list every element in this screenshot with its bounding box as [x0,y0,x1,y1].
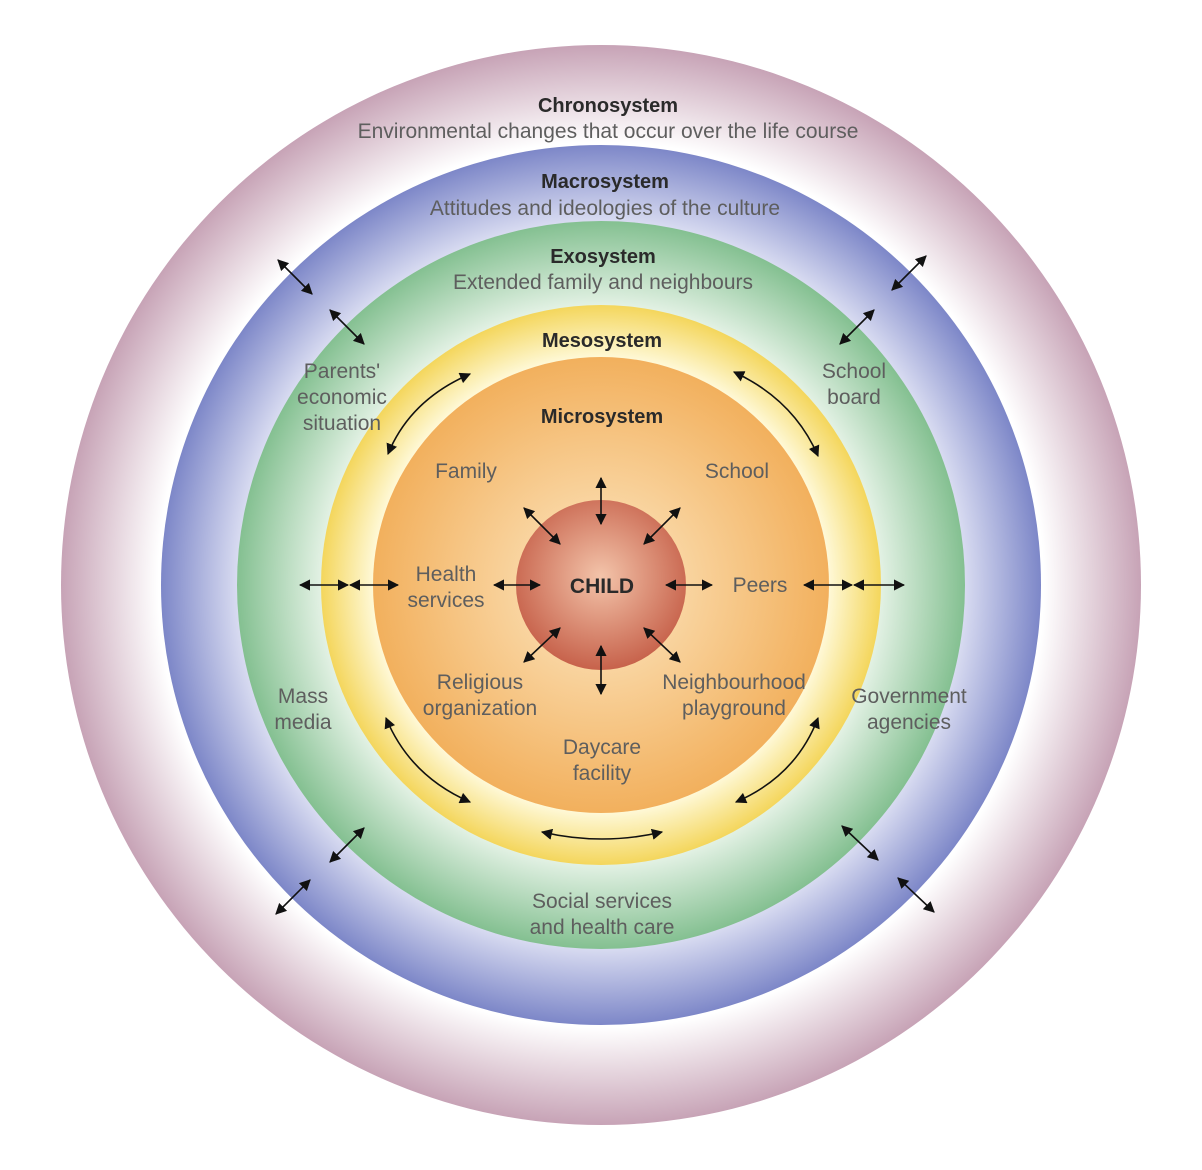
exo-social-line-2: and health care [530,916,675,939]
micro-peers: Peers [733,574,788,597]
chronosystem-subtitle: Environmental changes that occur over th… [358,120,859,143]
macrosystem-title: Macrosystem [541,171,669,193]
chronosystem-title: Chronosystem [538,95,678,117]
micro-neighbourhood-line-2: playground [682,697,786,720]
exosystem-subtitle: Extended family and neighbours [453,271,753,294]
exo-government-line-1: Government [851,685,967,708]
exo-parents-line-2: economic [297,386,387,409]
micro-religious-line-1: Religious [437,671,523,694]
exo-school-board-line-1: School [822,360,886,383]
micro-religious-line-2: organization [423,697,537,720]
exo-parents-line-1: Parents' [304,360,380,383]
exo-mass-media-line-1: Mass [278,685,328,708]
diagonal-arrows [275,255,935,915]
child-arrows [492,476,714,696]
macrosystem-subtitle: Attitudes and ideologies of the culture [430,197,780,220]
micro-health-line-2: services [407,589,484,612]
exo-social-line-1: Social services [532,890,672,913]
micro-neighbourhood-line-1: Neighbourhood [662,671,806,694]
mesosystem-arrows [384,371,820,840]
exo-government-line-2: agencies [867,711,951,734]
exosystem-title: Exosystem [550,246,656,268]
micro-school: School [705,460,769,483]
exo-parents-line-3: situation [303,412,381,435]
exo-mass-media-line-2: media [274,711,332,734]
micro-family: Family [435,460,497,483]
child-label: CHILD [570,575,634,598]
exo-school-board-line-2: board [827,386,881,409]
micro-daycare-line-1: Daycare [563,736,641,759]
micro-daycare-line-2: facility [573,762,632,785]
mesosystem-title: Mesosystem [542,330,662,352]
micro-health-line-1: Health [416,563,477,586]
microsystem-title: Microsystem [541,406,663,428]
